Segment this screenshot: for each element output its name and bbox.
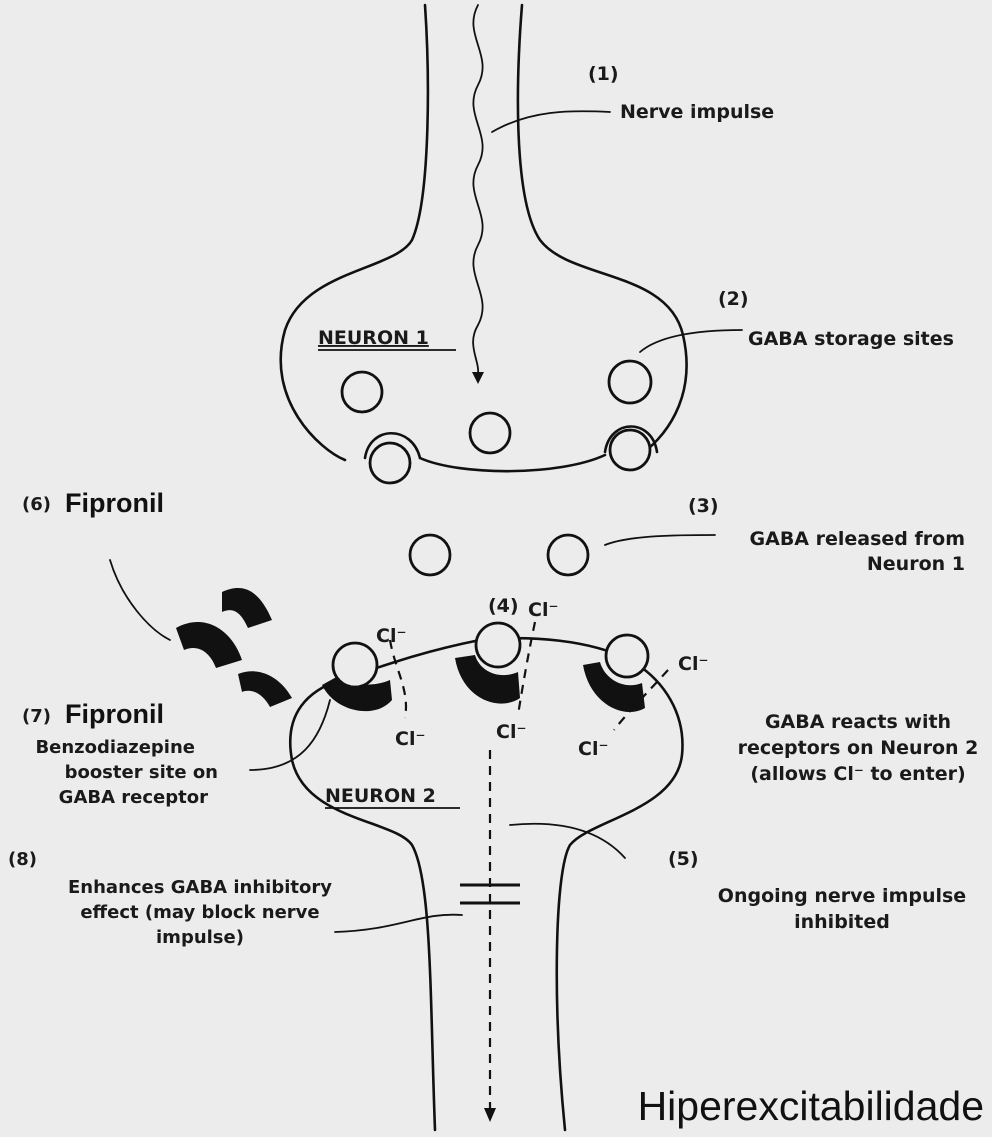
chloride-label: Cl⁻ — [496, 721, 527, 743]
chloride-label: Cl⁻ — [678, 653, 709, 675]
label-gaba-reacts: (allows Cl⁻ to enter) — [750, 763, 965, 785]
impulse-arrowhead — [472, 372, 484, 384]
leader-line — [640, 330, 742, 352]
bound-gaba — [476, 623, 520, 667]
label-ongoing-impulse: inhibited — [794, 911, 890, 933]
watermark-text: Hiperexcitabilidade — [638, 1083, 984, 1129]
neuron-1-bottom — [420, 455, 605, 471]
storage-vesicle — [609, 361, 651, 403]
storage-vesicle — [470, 413, 510, 453]
label-5-num: (5) — [668, 848, 699, 870]
label-gaba-released: Neuron 1 — [867, 553, 965, 575]
released-gaba — [548, 535, 588, 575]
neuron-1-label: NEURON 1 — [318, 327, 429, 349]
chloride-label: Cl⁻ — [395, 728, 426, 750]
label-7-num: (7) — [22, 706, 51, 727]
chloride-label: Cl⁻ — [578, 738, 609, 760]
label-ongoing-impulse: Ongoing nerve impulse — [718, 885, 966, 907]
label-gaba-reacts: GABA reacts with — [765, 711, 951, 733]
label-enhances: Enhances GABA inhibitory — [68, 877, 332, 898]
chloride-label: Cl⁻ — [376, 625, 407, 647]
label-gaba-released: GABA released from — [750, 528, 965, 550]
label-8-num: (8) — [8, 849, 37, 870]
released-gaba — [410, 535, 450, 575]
label-6-num: (6) — [22, 494, 51, 515]
inhibited-arrowhead — [484, 1108, 496, 1122]
label-benzodiazepine: GABA receptor — [59, 787, 208, 808]
docked-vesicle — [610, 430, 650, 470]
label-benzodiazepine: booster site on — [65, 762, 218, 783]
chloride-arrow — [518, 622, 535, 715]
chloride-arrow — [390, 640, 406, 718]
label-gaba-reacts: receptors on Neuron 2 — [738, 737, 979, 759]
chloride-label: Cl⁻ — [528, 599, 559, 621]
label-benzodiazepine: Benzodiazepine — [35, 737, 195, 758]
fipronil-molecule — [238, 671, 292, 707]
fipronil-molecule — [222, 588, 272, 628]
label-4-num: (4) — [488, 595, 519, 617]
leader-line — [605, 535, 715, 545]
bound-gaba — [606, 635, 648, 677]
fipronil-molecule — [176, 622, 242, 668]
label-fipronil-6: Fipronil — [65, 488, 164, 518]
storage-vesicle — [342, 372, 382, 412]
leader-line — [492, 111, 610, 132]
nerve-impulse-wave — [473, 5, 483, 375]
neuron-2-label: NEURON 2 — [325, 785, 436, 807]
label-enhances: effect (may block nerve — [80, 902, 319, 923]
label-enhances: impulse) — [156, 927, 244, 948]
leader-line — [335, 915, 462, 932]
label-nerve-impulse: Nerve impulse — [620, 101, 774, 123]
label-gaba-storage: GABA storage sites — [748, 328, 954, 350]
label-1-num: (1) — [588, 63, 619, 85]
label-2-num: (2) — [718, 288, 749, 310]
bound-gaba — [333, 643, 377, 687]
label-fipronil-7: Fipronil — [65, 699, 164, 729]
docked-vesicle — [370, 443, 410, 483]
leader-line — [110, 560, 170, 640]
label-3-num: (3) — [688, 495, 719, 517]
